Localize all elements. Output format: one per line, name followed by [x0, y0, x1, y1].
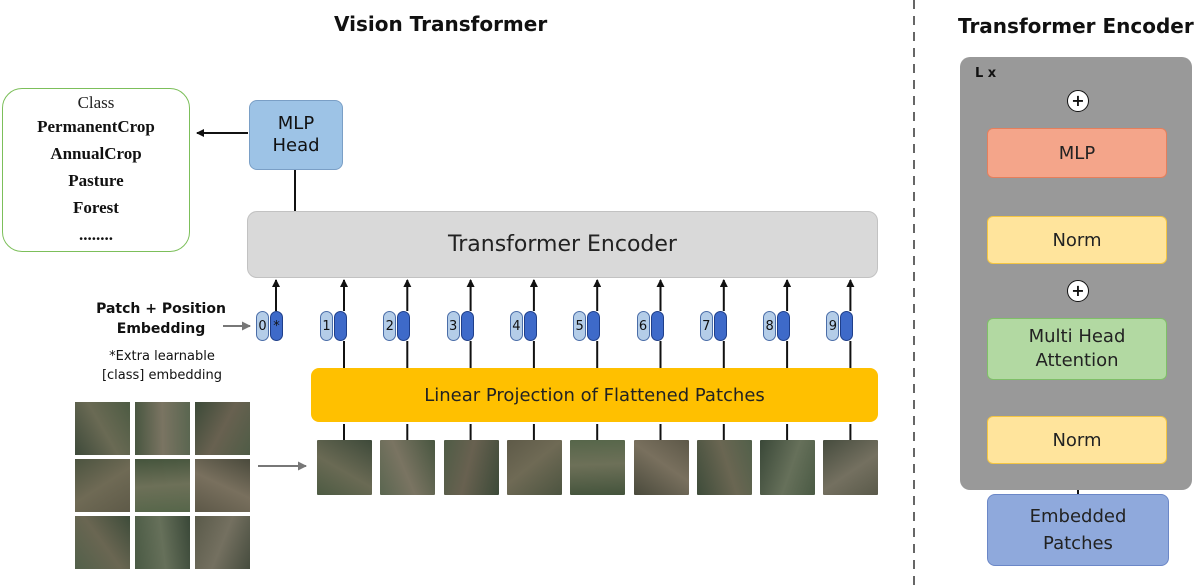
patch-token-vector	[650, 311, 664, 341]
patch-position-label: Patch + Position Embedding	[96, 299, 226, 339]
patch-position-line2: Embedding	[116, 321, 206, 337]
patch-token: 9	[826, 311, 854, 341]
class-token: 0 *	[256, 311, 283, 341]
class-item-ellipsis: ........	[79, 225, 113, 244]
patch-token-vector	[397, 311, 411, 341]
flattened-patch-image	[317, 440, 372, 495]
extra-note-line1: *Extra learnable	[109, 349, 215, 364]
patch-token-vector	[523, 311, 537, 341]
input-image-patch	[195, 402, 250, 455]
patch-token: 5	[573, 311, 601, 341]
patch-token-number: 3	[446, 311, 460, 341]
input-image-patch	[135, 516, 190, 569]
embedded-line1: Embedded	[1029, 506, 1127, 527]
encoder-norm-bottom: Norm	[987, 416, 1167, 464]
patch-token-number: 6	[636, 311, 650, 341]
encoder-norm-top: Norm	[987, 216, 1167, 264]
encoder-mlp-block: MLP	[987, 128, 1167, 178]
patch-position-line1: Patch + Position	[96, 301, 226, 317]
flattened-patch-image	[696, 440, 752, 495]
patch-token-vector	[840, 311, 854, 341]
patch-token-number: 7	[699, 311, 713, 341]
flattened-patch-image	[443, 440, 499, 495]
flattened-patch-image	[380, 440, 436, 495]
patch-token: 6	[636, 311, 664, 341]
input-image-patch	[75, 516, 130, 569]
mha-line1: Multi Head	[1028, 326, 1126, 347]
flattened-patch-image	[570, 440, 626, 495]
mlp-head-line2: Head	[272, 135, 320, 156]
flattened-patch-image	[506, 440, 562, 495]
patch-token-vector	[587, 311, 601, 341]
patch-token: 7	[699, 311, 727, 341]
patch-token-number: 5	[573, 311, 587, 341]
patch-token-number: 8	[763, 311, 777, 341]
patch-token: 1	[320, 311, 347, 341]
patch-token-number: 1	[320, 311, 333, 341]
transformer-encoder-block: Transformer Encoder	[247, 211, 878, 278]
input-image-patch	[195, 459, 250, 512]
class-output-box: Class PermanentCrop AnnualCrop Pasture F…	[2, 88, 190, 252]
patch-token: 3	[446, 311, 474, 341]
patch-token-number: 9	[826, 311, 840, 341]
class-item: Pasture	[68, 171, 124, 190]
patch-token-number: 4	[509, 311, 523, 341]
patch-token-vector	[713, 311, 727, 341]
mha-line2: Attention	[1035, 350, 1119, 371]
flattened-patch-image	[633, 440, 689, 495]
repeat-label: L x	[975, 66, 997, 81]
residual-add-bottom: +	[1067, 280, 1089, 302]
patch-token: 2	[383, 311, 411, 341]
input-image-patch	[75, 402, 130, 455]
linear-projection-block: Linear Projection of Flattened Patches	[311, 368, 878, 422]
vit-title: Vision Transformer	[334, 12, 548, 36]
patch-token-number: 2	[383, 311, 397, 341]
class-item: Forest	[73, 198, 119, 217]
input-image-patch	[135, 459, 190, 512]
class-item: AnnualCrop	[50, 144, 142, 163]
input-image-patch	[75, 459, 130, 512]
flattened-patch-image	[823, 440, 879, 495]
embedded-line2: Patches	[1043, 533, 1113, 554]
patch-token-vector	[777, 311, 791, 341]
mlp-head-block: MLP Head	[249, 100, 343, 170]
patch-token: 4	[509, 311, 537, 341]
mlp-head-line1: MLP	[277, 113, 315, 134]
class-token-number: 0	[256, 311, 269, 341]
extra-note-line2: [class] embedding	[101, 368, 223, 383]
input-image-patch	[135, 402, 190, 455]
embedded-patches-block: Embedded Patches	[987, 494, 1169, 566]
flattened-patch-image	[760, 440, 816, 495]
class-token-mark: *	[270, 311, 283, 341]
class-header: Class	[77, 93, 115, 112]
extra-embedding-note: *Extra learnable [class] embedding	[100, 347, 224, 385]
residual-add-top: +	[1067, 90, 1089, 112]
patch-token-vector	[460, 311, 474, 341]
input-image-patch	[195, 516, 250, 569]
encoder-title: Transformer Encoder	[958, 14, 1194, 38]
token-arrows	[272, 279, 855, 440]
patch-token-vector	[334, 311, 347, 341]
multi-head-attention-block: Multi Head Attention	[987, 318, 1167, 380]
class-item: PermanentCrop	[37, 117, 155, 136]
patch-token: 8	[763, 311, 791, 341]
